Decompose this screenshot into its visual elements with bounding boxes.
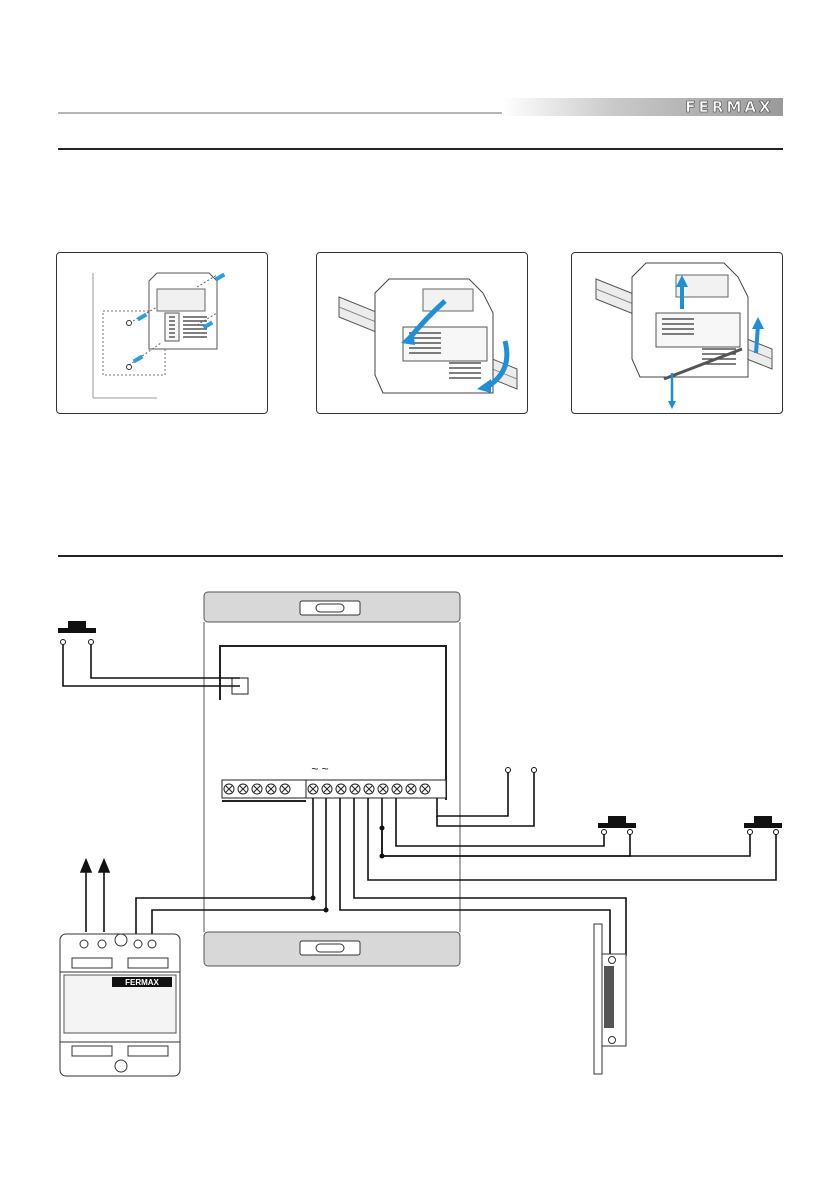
push-button-1-base bbox=[58, 628, 96, 633]
din-rail-removal-illustration bbox=[572, 253, 782, 413]
output-terminal-1 bbox=[506, 768, 511, 773]
header-rule bbox=[58, 112, 502, 114]
din-rail-mount-illustration bbox=[317, 253, 527, 413]
figure-din-rail-removal bbox=[571, 252, 783, 414]
push-button-3-cap bbox=[754, 816, 772, 823]
brand-logo: FERMAX bbox=[676, 98, 783, 116]
push-button-2-cap bbox=[608, 816, 626, 823]
terminal-block-left bbox=[222, 780, 306, 798]
figure-wall-mount bbox=[56, 252, 268, 414]
output-terminal-2 bbox=[532, 768, 537, 773]
wall-mount-illustration bbox=[57, 253, 267, 413]
power-supply: FERMAX bbox=[60, 934, 180, 1076]
pcb-outline bbox=[220, 646, 446, 800]
unit-top-latch bbox=[300, 601, 360, 615]
power-supply-brand: FERMAX bbox=[125, 978, 159, 987]
terminals-right bbox=[308, 784, 430, 794]
figure-din-rail-mount bbox=[316, 252, 528, 414]
installation-section-rule bbox=[58, 148, 783, 150]
unit-bottom-latch bbox=[300, 941, 360, 955]
wiring-section-rule bbox=[58, 555, 783, 557]
wiring-diagram: ~ ~ bbox=[0, 560, 840, 1120]
ac-symbol: ~ ~ bbox=[311, 762, 328, 776]
push-button-1-cap bbox=[68, 621, 86, 628]
